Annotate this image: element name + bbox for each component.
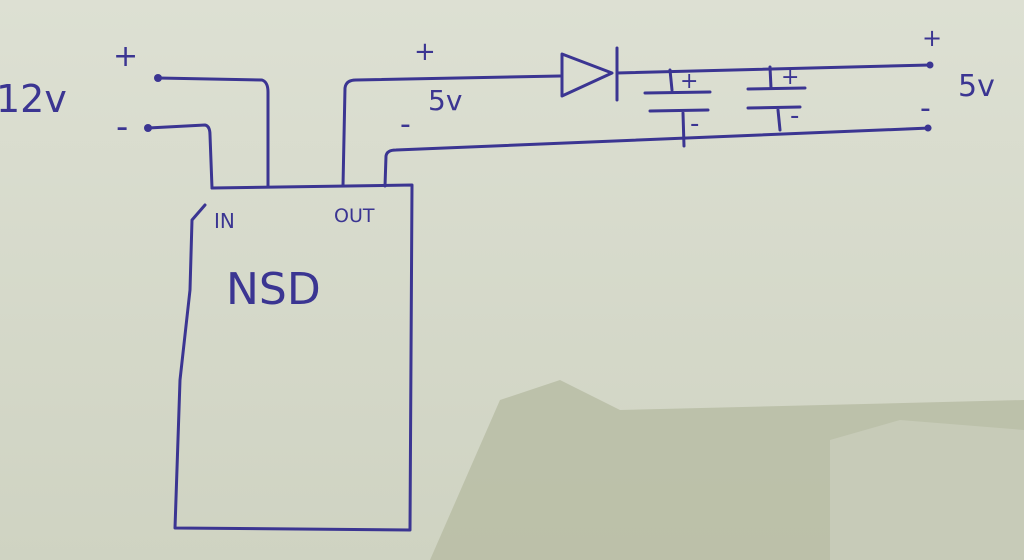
output-minus-terminal: [924, 124, 932, 132]
module-output-voltage-label: 5v: [428, 84, 462, 117]
input-plus-wire: [156, 76, 270, 188]
nsd-module-box: [173, 183, 414, 532]
output-minus-wire: [383, 126, 932, 188]
input-plus-label: +: [113, 39, 138, 74]
diode-symbol: [560, 46, 619, 102]
shadow-light: [830, 420, 1024, 560]
module-output-plus-label: +: [414, 37, 436, 67]
capacitor-2-minus-label: -: [790, 101, 799, 131]
output-plus-label: +: [922, 24, 942, 52]
module-output-minus-label: -: [400, 107, 411, 142]
module-name: NSD: [226, 264, 321, 315]
capacitor-1-plus-label: +: [680, 69, 698, 94]
capacitor-1-symbol: [643, 68, 712, 148]
module-out-label: OUT: [334, 205, 375, 227]
output-voltage-label: 5v: [958, 69, 995, 104]
input-minus-wire: [146, 123, 214, 190]
capacitor-2-plus-label: +: [781, 65, 799, 90]
module-in-label: IN: [214, 209, 235, 233]
input-voltage-label: 12v: [0, 77, 67, 121]
input-minus-label: -: [116, 107, 128, 147]
capacitor-2-symbol: [746, 65, 807, 132]
capacitor-1-minus-label: -: [690, 109, 699, 139]
output-minus-label: -: [920, 91, 931, 126]
output-plus-terminal: [926, 61, 934, 69]
